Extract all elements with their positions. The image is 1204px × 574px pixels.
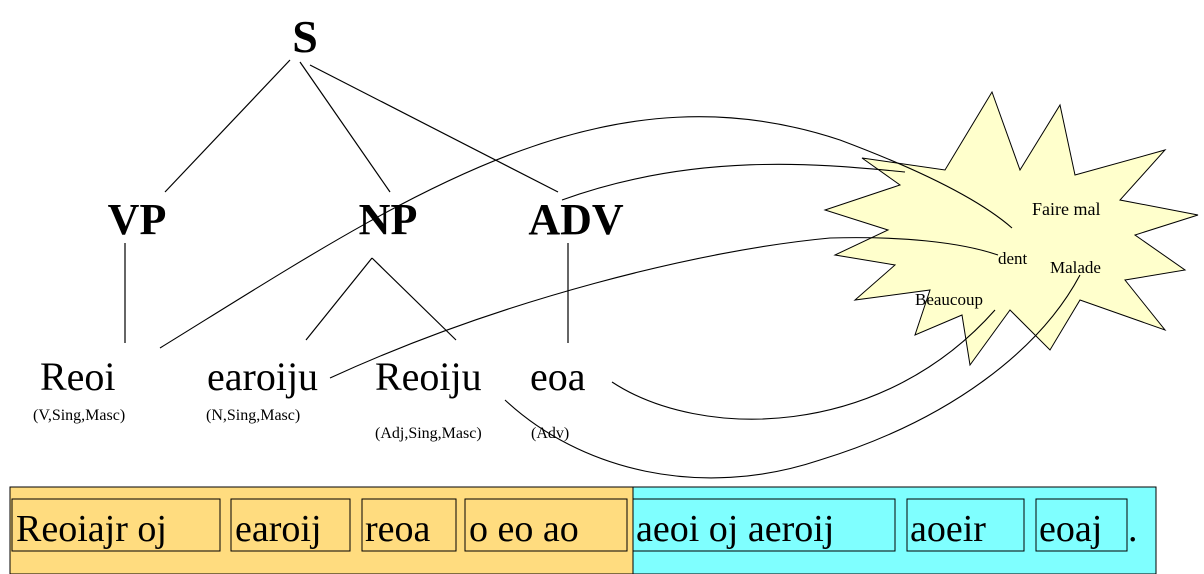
concept-links (159, 116, 1081, 479)
concept-beaucoup: Beaucoup (915, 290, 983, 309)
sentence-left-panel (9, 486, 634, 574)
tag-reoiju: (Adj,Sing,Masc) (375, 425, 482, 442)
sentence-word-5: aeoi oj aeroij (636, 508, 834, 550)
node-vp: VP (108, 195, 167, 244)
link-earoiju-dent (329, 237, 999, 379)
sentence-word-1: Reoiajr oj (16, 508, 167, 550)
concept-dent: dent (998, 249, 1028, 268)
node-s: S (292, 11, 318, 62)
tag-eoa: (Adv) (531, 425, 569, 442)
word-box-2 (230, 498, 351, 552)
word-box-1 (11, 498, 221, 552)
word-earoiju: earoiju (207, 354, 318, 399)
word-boxes (11, 498, 1128, 552)
tag-reoi: (V,Sing,Masc) (33, 407, 125, 424)
edge-s-np (299, 61, 391, 193)
word-box-7 (1035, 498, 1128, 552)
concept-malade: Malade (1050, 258, 1101, 277)
node-np: NP (359, 195, 418, 244)
sentence-word-7: eoaj (1039, 508, 1102, 550)
word-box-5 (632, 498, 896, 552)
word-box-4 (464, 498, 628, 552)
edge-s-vp (164, 59, 291, 193)
concept-starburst (823, 90, 1199, 367)
word-box-3 (361, 498, 457, 552)
edge-s-adv (309, 64, 559, 193)
tag-earoiju: (N,Sing,Masc) (206, 407, 300, 424)
sentence-period: . (1128, 508, 1138, 550)
link-ADV-faire-mal (561, 163, 906, 201)
link-reoiju-malade (504, 274, 1081, 479)
word-box-6 (906, 498, 1025, 552)
word-reoiju: Reoiju (375, 354, 482, 399)
edge-np-earoiju (305, 257, 373, 341)
sentence-word-4: o eo ao (469, 508, 579, 550)
tree-edges (124, 59, 569, 343)
word-reoi: Reoi (40, 354, 116, 399)
node-adv: ADV (528, 195, 624, 244)
concept-faire-mal: Faire mal (1032, 199, 1100, 219)
sentence-word-3: reoa (365, 508, 431, 550)
sentence-word-6: aoeir (910, 508, 986, 550)
link-reoi-faire-mal (159, 116, 1013, 349)
edge-np-reoiju (371, 257, 457, 341)
sentence-word-2: earoij (235, 508, 322, 550)
link-eoa-beaucoup (611, 309, 996, 420)
word-eoa: eoa (530, 354, 586, 399)
